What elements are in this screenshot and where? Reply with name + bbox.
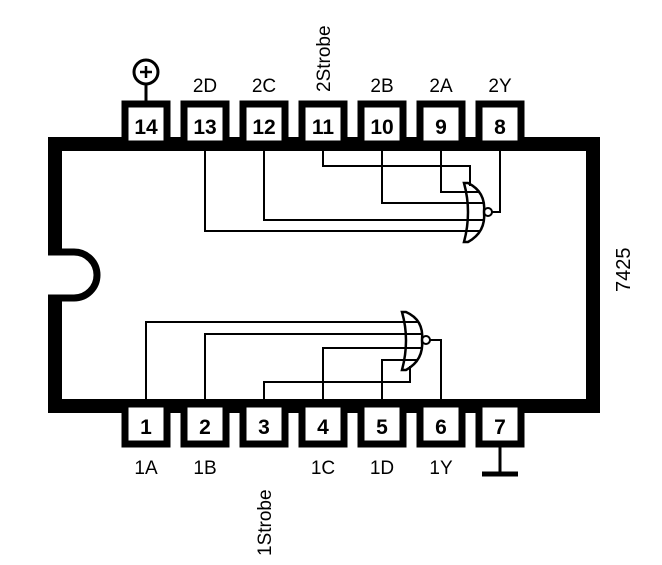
pin-label-1d: 1D: [370, 458, 394, 479]
pin-label-2d: 2D: [193, 76, 217, 97]
top-pin-10: 10: [357, 100, 407, 148]
pin-label-1b: 1B: [193, 458, 216, 479]
lower-wiring: [145, 321, 442, 404]
bottom-pin-3: 3: [239, 400, 289, 448]
pin-number: 4: [317, 416, 329, 439]
pin-number: 9: [435, 116, 447, 139]
top-pin-11: 11: [298, 100, 348, 148]
pin-number: 11: [312, 116, 335, 139]
top-pin-13: 13: [180, 100, 230, 148]
pin-label-1y: 1Y: [429, 458, 453, 479]
pin-number: 14: [134, 116, 158, 139]
pin-number: 8: [494, 116, 506, 139]
pin-number: 10: [370, 116, 393, 139]
bottom-pin-7: 7: [475, 400, 525, 448]
pin-label-2b: 2B: [370, 76, 393, 97]
chip-notch: [48, 248, 101, 302]
pin-number: 13: [193, 116, 216, 139]
pin-number: 2: [199, 416, 211, 439]
pin-number: 1: [140, 416, 152, 439]
top-pin-14: 14: [121, 100, 171, 148]
pin-label-1strobe: 1Strobe: [255, 489, 276, 556]
bottom-pin-4: 4: [298, 400, 348, 448]
bottom-pin-2: 2: [180, 400, 230, 448]
ground-icon: [482, 444, 518, 477]
upper-nor-gate: [462, 181, 493, 244]
lower-nor-gate: [400, 310, 431, 372]
chip-name: 7425: [613, 248, 635, 293]
pin-label-2y: 2Y: [488, 76, 512, 97]
bottom-pin-6: 6: [416, 400, 466, 448]
pin-number: 5: [376, 416, 388, 439]
plus-circle-icon: [132, 58, 160, 104]
top-pin-12: 12: [239, 100, 289, 148]
bottom-pin-5: 5: [357, 400, 407, 448]
pin-label-1c: 1C: [311, 458, 335, 479]
pin-label-1a: 1A: [134, 458, 158, 479]
pin-label-2c: 2C: [252, 76, 276, 97]
pin-label-2a: 2A: [429, 76, 453, 97]
top-pin-8: 8: [475, 100, 525, 148]
bottom-pin-1: 1: [121, 400, 171, 448]
top-pin-9: 9: [416, 100, 466, 148]
pin-number: 7: [494, 416, 506, 439]
pin-number: 12: [252, 116, 275, 139]
upper-wiring: [204, 144, 501, 232]
pin-number: 6: [435, 416, 447, 439]
pin-number: 3: [258, 416, 270, 439]
pin-label-2strobe: 2Strobe: [314, 25, 335, 92]
